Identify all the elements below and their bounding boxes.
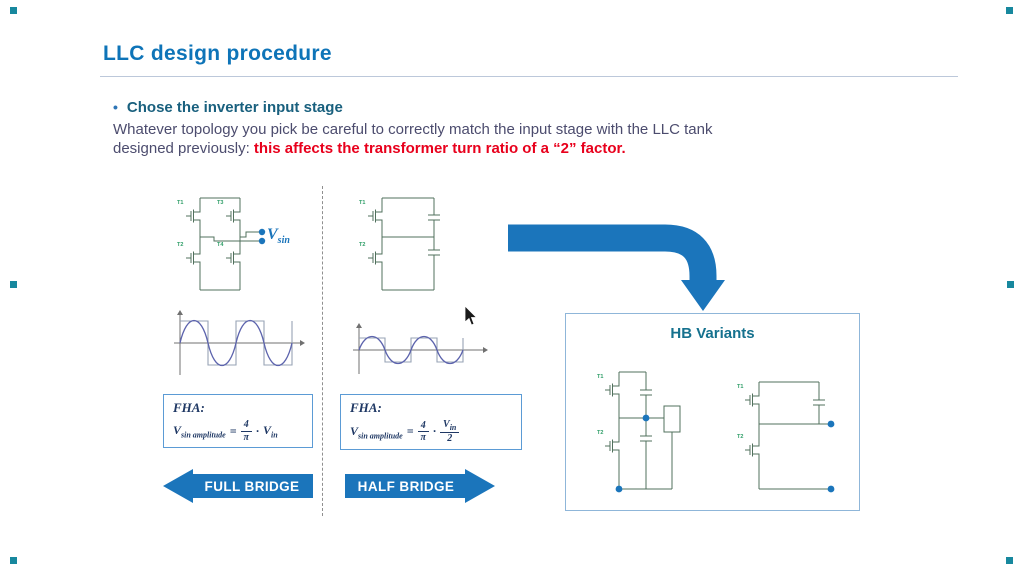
body-text: Whatever topology you pick be careful to… — [113, 120, 913, 158]
half-bridge-schematic: T1 T2 — [359, 197, 440, 291]
mosfet-icon — [744, 389, 760, 411]
frame-handle-mid-right — [1007, 281, 1014, 288]
fha-heading: FHA: — [350, 400, 382, 415]
hb-variants-title: HB Variants — [670, 325, 755, 342]
circuit-wires — [758, 381, 834, 490]
capacitor-icon — [382, 198, 440, 290]
mosfet-icon — [185, 247, 201, 269]
transistor-label: T2 — [177, 242, 183, 248]
equals-sign: = — [229, 423, 237, 438]
transistor-label: T1 — [359, 200, 365, 206]
page-title: LLC design procedure — [103, 42, 332, 65]
transistor-label: T2 — [359, 242, 365, 248]
transistor-label: T1 — [737, 384, 743, 390]
formula-lhs: Vsin amplitude — [350, 423, 403, 441]
axes — [174, 312, 302, 375]
mosfet-icon — [225, 247, 241, 269]
half-bridge-waveform — [353, 323, 488, 374]
mosfet-icon — [367, 247, 383, 269]
node-dot — [827, 420, 835, 428]
times-sign: · — [433, 424, 437, 439]
title-divider — [100, 76, 958, 77]
body-line2-prefix: designed previously: — [113, 140, 254, 157]
bullet-icon: • — [113, 99, 118, 115]
formula-lhs: Vsin amplitude — [173, 422, 226, 440]
frame-handle-top-right — [1006, 7, 1013, 14]
axis-arrow-icon — [483, 347, 488, 353]
frame-handle-bottom-right — [1006, 557, 1013, 564]
tank-component — [663, 405, 681, 433]
body-line2-emphasis: this affects the transformer turn ratio … — [253, 140, 626, 157]
half-bridge-arrow: HALF BRIDGE — [345, 469, 495, 503]
node-dot — [827, 485, 835, 493]
hb-variant-1-schematic: T1 T2 — [597, 371, 681, 493]
curved-arrow-icon — [508, 224, 725, 311]
equals-sign: = — [406, 424, 414, 439]
sine-wave — [358, 335, 464, 365]
full-bridge-label: FULL BRIDGE — [205, 479, 300, 494]
capacitor-icon — [813, 382, 825, 424]
block-arrow-right-icon — [345, 469, 495, 503]
full-bridge-arrow: FULL BRIDGE — [163, 469, 313, 503]
capacitor-icon — [619, 372, 664, 489]
axis-arrow-icon — [177, 310, 183, 315]
formula-rhs: Vin — [263, 422, 278, 440]
full-bridge-schematic: T1 T2 T3 T4 — [177, 197, 266, 291]
circuit-wires — [199, 197, 260, 291]
frame-handle-bottom-left — [10, 557, 17, 564]
mosfet-icon — [185, 205, 201, 227]
times-sign: · — [256, 423, 260, 438]
frame-handle-mid-left — [10, 281, 17, 288]
mosfet-icon — [367, 205, 383, 227]
node-dot — [258, 228, 266, 236]
vsin-label: Vsin — [267, 226, 290, 247]
node-dot — [642, 414, 650, 422]
axes — [353, 325, 485, 374]
bullet-heading: Chose the inverter input stage — [126, 99, 343, 116]
transistor-label: T2 — [737, 434, 743, 440]
transistor-label: T3 — [217, 200, 223, 206]
transistor-label: T2 — [597, 430, 603, 436]
mouse-cursor-icon — [464, 306, 478, 326]
body-line1: Whatever topology you pick be careful to… — [113, 121, 713, 138]
mosfet-icon — [604, 379, 620, 401]
circuit-wires — [618, 371, 681, 490]
circuit-wires — [381, 197, 440, 291]
bullet-line: • Chose the inverter input stage — [113, 99, 343, 116]
half-bridge-label: HALF BRIDGE — [358, 479, 455, 494]
mosfet-icon — [744, 439, 760, 461]
transistor-label: T1 — [597, 374, 603, 380]
node-dot — [615, 485, 623, 493]
mosfet-icon — [604, 435, 620, 457]
hb-variants-panel: HB Variants T1 T2 T1 T2 — [565, 313, 860, 511]
frame-handle-top-left — [10, 7, 17, 14]
transistor-label: T1 — [177, 200, 183, 206]
fha-heading: FHA: — [173, 400, 205, 415]
mosfet-icon — [225, 205, 241, 227]
hb-variant-2-schematic: T1 T2 — [737, 381, 835, 493]
square-wave — [180, 320, 293, 366]
axis-arrow-icon — [300, 340, 305, 346]
node-dot — [258, 237, 266, 245]
transistor-label: T4 — [217, 242, 224, 248]
full-bridge-waveform — [174, 310, 305, 375]
column-divider — [322, 186, 323, 516]
axis-arrow-icon — [356, 323, 362, 328]
sine-wave — [179, 320, 293, 366]
block-arrow-left-icon — [163, 469, 313, 503]
